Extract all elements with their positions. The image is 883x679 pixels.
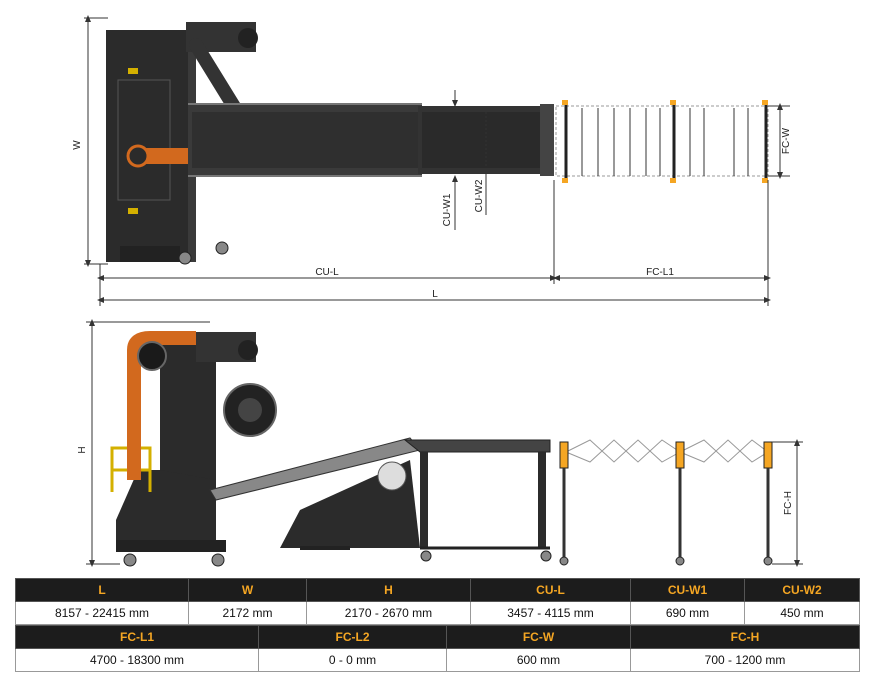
spec-value-cu-w2: 450 mm <box>744 601 860 625</box>
spec-value-h: 2170 - 2670 mm <box>306 601 471 625</box>
spec-header-cu-w2: CU-W2 <box>744 578 860 602</box>
spec-value-row: 8157 - 22415 mm 2172 mm 2170 - 2670 mm 3… <box>15 601 860 625</box>
spec-header-fc-l1: FC-L1 <box>15 625 259 649</box>
spec-header-l: L <box>15 578 189 602</box>
technical-drawing: W CU-W1 CU-W2 FC-W CU-L FC-L1 L <box>72 15 803 567</box>
spec-table-row2: FC-L1 FC-L2 FC-W FC-H 4700 - 18300 mm 0 … <box>15 625 860 672</box>
spec-header-cu-l: CU-L <box>470 578 631 602</box>
label-l: L <box>432 289 438 300</box>
label-fc-w: FC-W <box>781 127 792 154</box>
spec-table: L W H CU-L CU-W1 CU-W2 8157 - 22415 mm 2… <box>15 578 860 672</box>
spec-value-l: 8157 - 22415 mm <box>15 601 189 625</box>
spec-value-fc-w: 600 mm <box>446 648 631 672</box>
spec-value-fc-l2: 0 - 0 mm <box>258 648 447 672</box>
spec-value-cu-w1: 690 mm <box>630 601 745 625</box>
spec-header-cu-w1: CU-W1 <box>630 578 745 602</box>
top-view <box>106 22 769 265</box>
label-cu-w1: CU-W1 <box>442 193 453 226</box>
side-dimensions <box>86 319 803 567</box>
label-cu-l: CU-L <box>315 267 339 278</box>
label-fc-l1: FC-L1 <box>646 267 674 278</box>
spec-table-row1: L W H CU-L CU-W1 CU-W2 8157 - 22415 mm 2… <box>15 578 860 625</box>
truck-body-top <box>106 30 190 262</box>
side-view <box>110 331 773 567</box>
spec-value-row: 4700 - 18300 mm 0 - 0 mm 600 mm 700 - 12… <box>15 648 860 672</box>
spec-header-h: H <box>306 578 471 602</box>
spec-header-fc-h: FC-H <box>630 625 860 649</box>
label-fc-h: FC-H <box>783 491 794 515</box>
spec-value-fc-h: 700 - 1200 mm <box>630 648 860 672</box>
spec-header-row: L W H CU-L CU-W1 CU-W2 <box>15 578 860 602</box>
spec-header-fc-l2: FC-L2 <box>258 625 447 649</box>
spec-value-fc-l1: 4700 - 18300 mm <box>15 648 259 672</box>
spec-header-w: W <box>188 578 307 602</box>
top-dimensions <box>84 15 790 306</box>
flexible-conveyor-side <box>565 439 769 463</box>
label-cu-w2: CU-W2 <box>474 179 485 212</box>
label-w: W <box>72 140 83 150</box>
label-h: H <box>77 446 88 453</box>
flexible-conveyor-top <box>555 104 769 182</box>
spec-header-row: FC-L1 FC-L2 FC-W FC-H <box>15 625 860 649</box>
spec-value-cu-l: 3457 - 4115 mm <box>470 601 631 625</box>
spec-header-fc-w: FC-W <box>446 625 631 649</box>
spec-value-w: 2172 mm <box>188 601 307 625</box>
